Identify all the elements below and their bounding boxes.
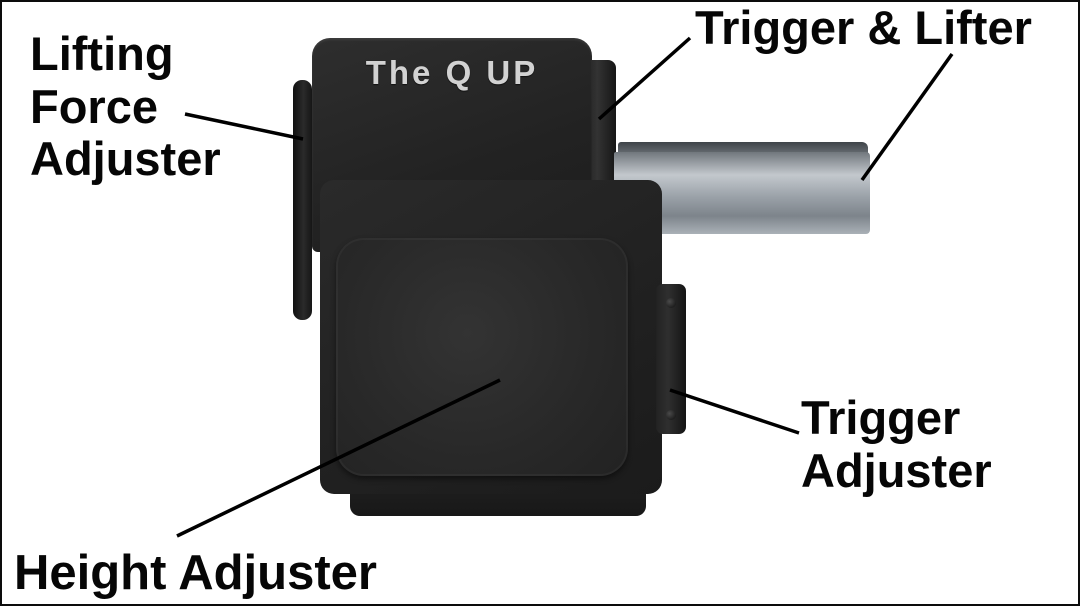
label-trigger-adjuster: Trigger Adjuster xyxy=(801,391,992,497)
lifting-force-adjuster-part xyxy=(293,80,312,320)
label-height-adjuster: Height Adjuster xyxy=(14,546,377,600)
product-logo: The Q UP xyxy=(365,54,539,91)
callout-line-trigger-adjuster xyxy=(669,388,800,435)
label-lifting-force-adjuster: Lifting Force Adjuster xyxy=(30,27,221,186)
label-trigger-and-lifter: Trigger & Lifter xyxy=(695,1,1032,54)
height-adjuster-plate xyxy=(336,238,628,476)
lifter-bracket-flange xyxy=(618,142,868,155)
callout-line-trigger-lifter-b xyxy=(860,52,954,182)
screw-icon xyxy=(666,410,676,420)
screw-icon xyxy=(666,298,676,308)
